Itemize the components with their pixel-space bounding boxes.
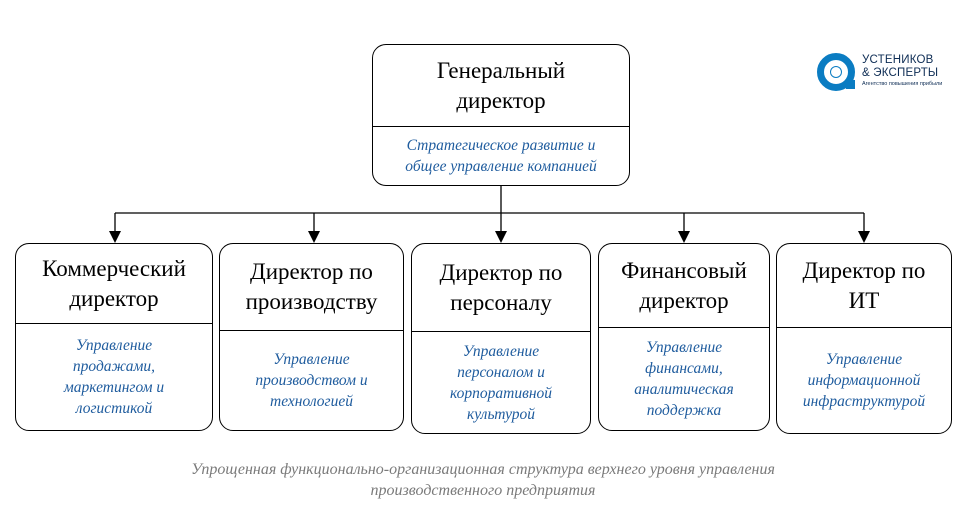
desc-line: аналитическая [634, 381, 734, 398]
desc-line: логистикой [75, 400, 153, 417]
desc-line: финансами, [645, 360, 723, 377]
logo-brand-name: УСТЕНИКОВ & ЭКСПЕРТЫ [862, 54, 938, 80]
commercial-director-title: Коммерческий директор [16, 244, 212, 324]
finance-director-box: Финансовый директор Управление финансами… [598, 243, 770, 431]
it-director-box: Директор по ИТ Управление информационной… [776, 243, 952, 434]
logo-name-line: & ЭКСПЕРТЫ [862, 67, 939, 79]
branch-arrow-hr [495, 213, 507, 243]
desc-line: культурой [466, 405, 536, 423]
desc-line: Стратегическое развитие и [406, 137, 596, 154]
title-line: Финансовый [621, 257, 747, 283]
title-line: директор [69, 285, 159, 311]
desc-line: производством и [255, 372, 368, 389]
title-line: Директор по [250, 259, 373, 284]
production-director-box: Директор по производству Управление прои… [219, 243, 404, 431]
production-director-desc: Управление производством и технологией [220, 331, 403, 430]
desc-line: Управление [462, 342, 540, 360]
desc-line: общее управление компанией [405, 158, 597, 175]
title-line: Генеральный [436, 57, 566, 83]
desc-line: персоналом и [457, 363, 545, 381]
title-line: Директор по [802, 257, 926, 283]
it-director-desc: Управление информационной инфраструктуро… [777, 328, 951, 433]
caption-line: Упрощенная функционально-организационная… [191, 461, 775, 478]
it-director-title: Директор по ИТ [777, 244, 951, 328]
title-line: Коммерческий [42, 255, 186, 281]
logo-tagline: Агентство повышения прибыли [862, 81, 943, 87]
hr-director-title: Директор по персоналу [412, 244, 590, 332]
branch-arrow-production [308, 213, 320, 243]
desc-line: Управление [645, 339, 723, 356]
desc-line: поддержка [646, 402, 722, 419]
production-director-title: Директор по производству [220, 244, 403, 331]
title-line: ИТ [848, 287, 880, 313]
desc-line: Управление [825, 351, 903, 368]
desc-line: Управление [75, 337, 153, 354]
desc-line: инфраструктурой [802, 393, 926, 410]
hr-director-desc: Управление персоналом и корпоративной ку… [412, 332, 590, 433]
general-director-desc: Стратегическое развитие и общее управлен… [373, 127, 629, 185]
logo-name-line: УСТЕНИКОВ [862, 54, 934, 66]
title-line: директор [456, 87, 546, 113]
title-line: персоналу [450, 289, 552, 315]
desc-line: информационной [807, 372, 921, 389]
branch-arrow-it [858, 213, 870, 243]
commercial-director-box: Коммерческий директор Управление продажа… [15, 243, 213, 431]
figure-caption: Упрощенная функционально-организационная… [80, 459, 886, 501]
caption-line: производственного предприятия [370, 482, 596, 499]
desc-line: продажами, [72, 358, 156, 375]
branch-arrow-finance [678, 213, 690, 243]
desc-line: Управление [273, 351, 350, 368]
desc-line: маркетингом и [63, 379, 165, 396]
commercial-director-desc: Управление продажами, маркетингом и логи… [16, 324, 212, 430]
desc-line: технологией [270, 393, 353, 410]
title-line: директор [639, 287, 729, 313]
finance-director-desc: Управление финансами, аналитическая подд… [599, 328, 769, 430]
title-line: Директор по [439, 259, 563, 285]
general-director-box: Генеральный директор Стратегическое разв… [372, 44, 630, 186]
company-logo: УСТЕНИКОВ & ЭКСПЕРТЫ Агентство повышения… [816, 51, 956, 93]
finance-director-title: Финансовый директор [599, 244, 769, 328]
branch-arrow-commercial [109, 213, 121, 243]
logo-ring-icon [817, 53, 855, 91]
hr-director-box: Директор по персоналу Управление персона… [411, 243, 591, 434]
desc-line: корпоративной [449, 384, 553, 402]
general-director-title: Генеральный директор [373, 45, 629, 127]
title-line: производству [245, 289, 378, 314]
